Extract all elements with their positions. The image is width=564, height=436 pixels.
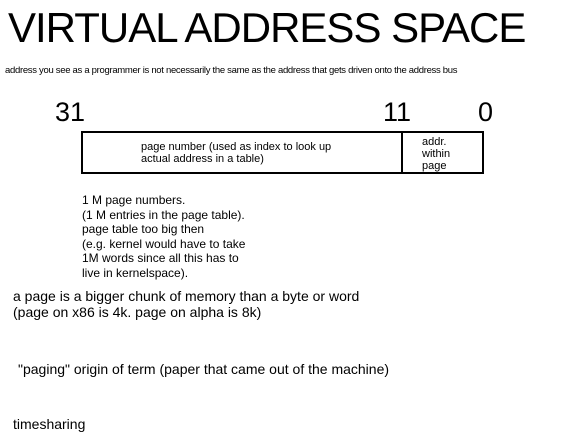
offset-label-line: page [422, 160, 447, 172]
paging-origin-note: "paging" origin of term (paper that came… [18, 361, 390, 377]
offset-label-line: addr. [422, 136, 447, 148]
note-line: live in kernelspace). [82, 265, 189, 280]
slide-title: VIRTUAL ADDRESS SPACE [8, 4, 526, 51]
page-number-label-line: actual address in a table) [141, 153, 264, 165]
bit-31-label: 31 [55, 97, 86, 127]
note-line: 1M words since all this has to [82, 251, 239, 265]
page-table-size-note: 1 M page numbers. (1 M entries in the pa… [82, 193, 245, 280]
virtual-address-box: page number (used as index to look up ac… [81, 131, 484, 174]
field-divider [401, 133, 403, 172]
offset-label-line: within [422, 148, 451, 160]
note-line: a page is a bigger chunk of memory than … [13, 288, 360, 304]
slide-subtitle: address you see as a programmer is not n… [5, 65, 458, 76]
page-number-field-label: page number (used as index to look up ac… [141, 141, 381, 165]
note-line: 1 M page numbers. [82, 193, 186, 207]
timesharing-note: timesharing [13, 416, 86, 432]
page-offset-field-label: addr. within page [422, 136, 467, 172]
note-line: (e.g. kernel would have to take [82, 236, 246, 251]
note-line: (1 M entries in the page table). [82, 207, 245, 222]
page-size-note: a page is a bigger chunk of memory than … [13, 288, 359, 320]
note-line: (page on x86 is 4k. page on alpha is 8k) [13, 304, 262, 320]
bit-11-label: 11 [383, 97, 412, 127]
bit-0-label: 0 [478, 97, 494, 127]
note-line: page table too big then [82, 222, 205, 236]
page-number-label-line: page number (used as index to look up [141, 141, 332, 153]
